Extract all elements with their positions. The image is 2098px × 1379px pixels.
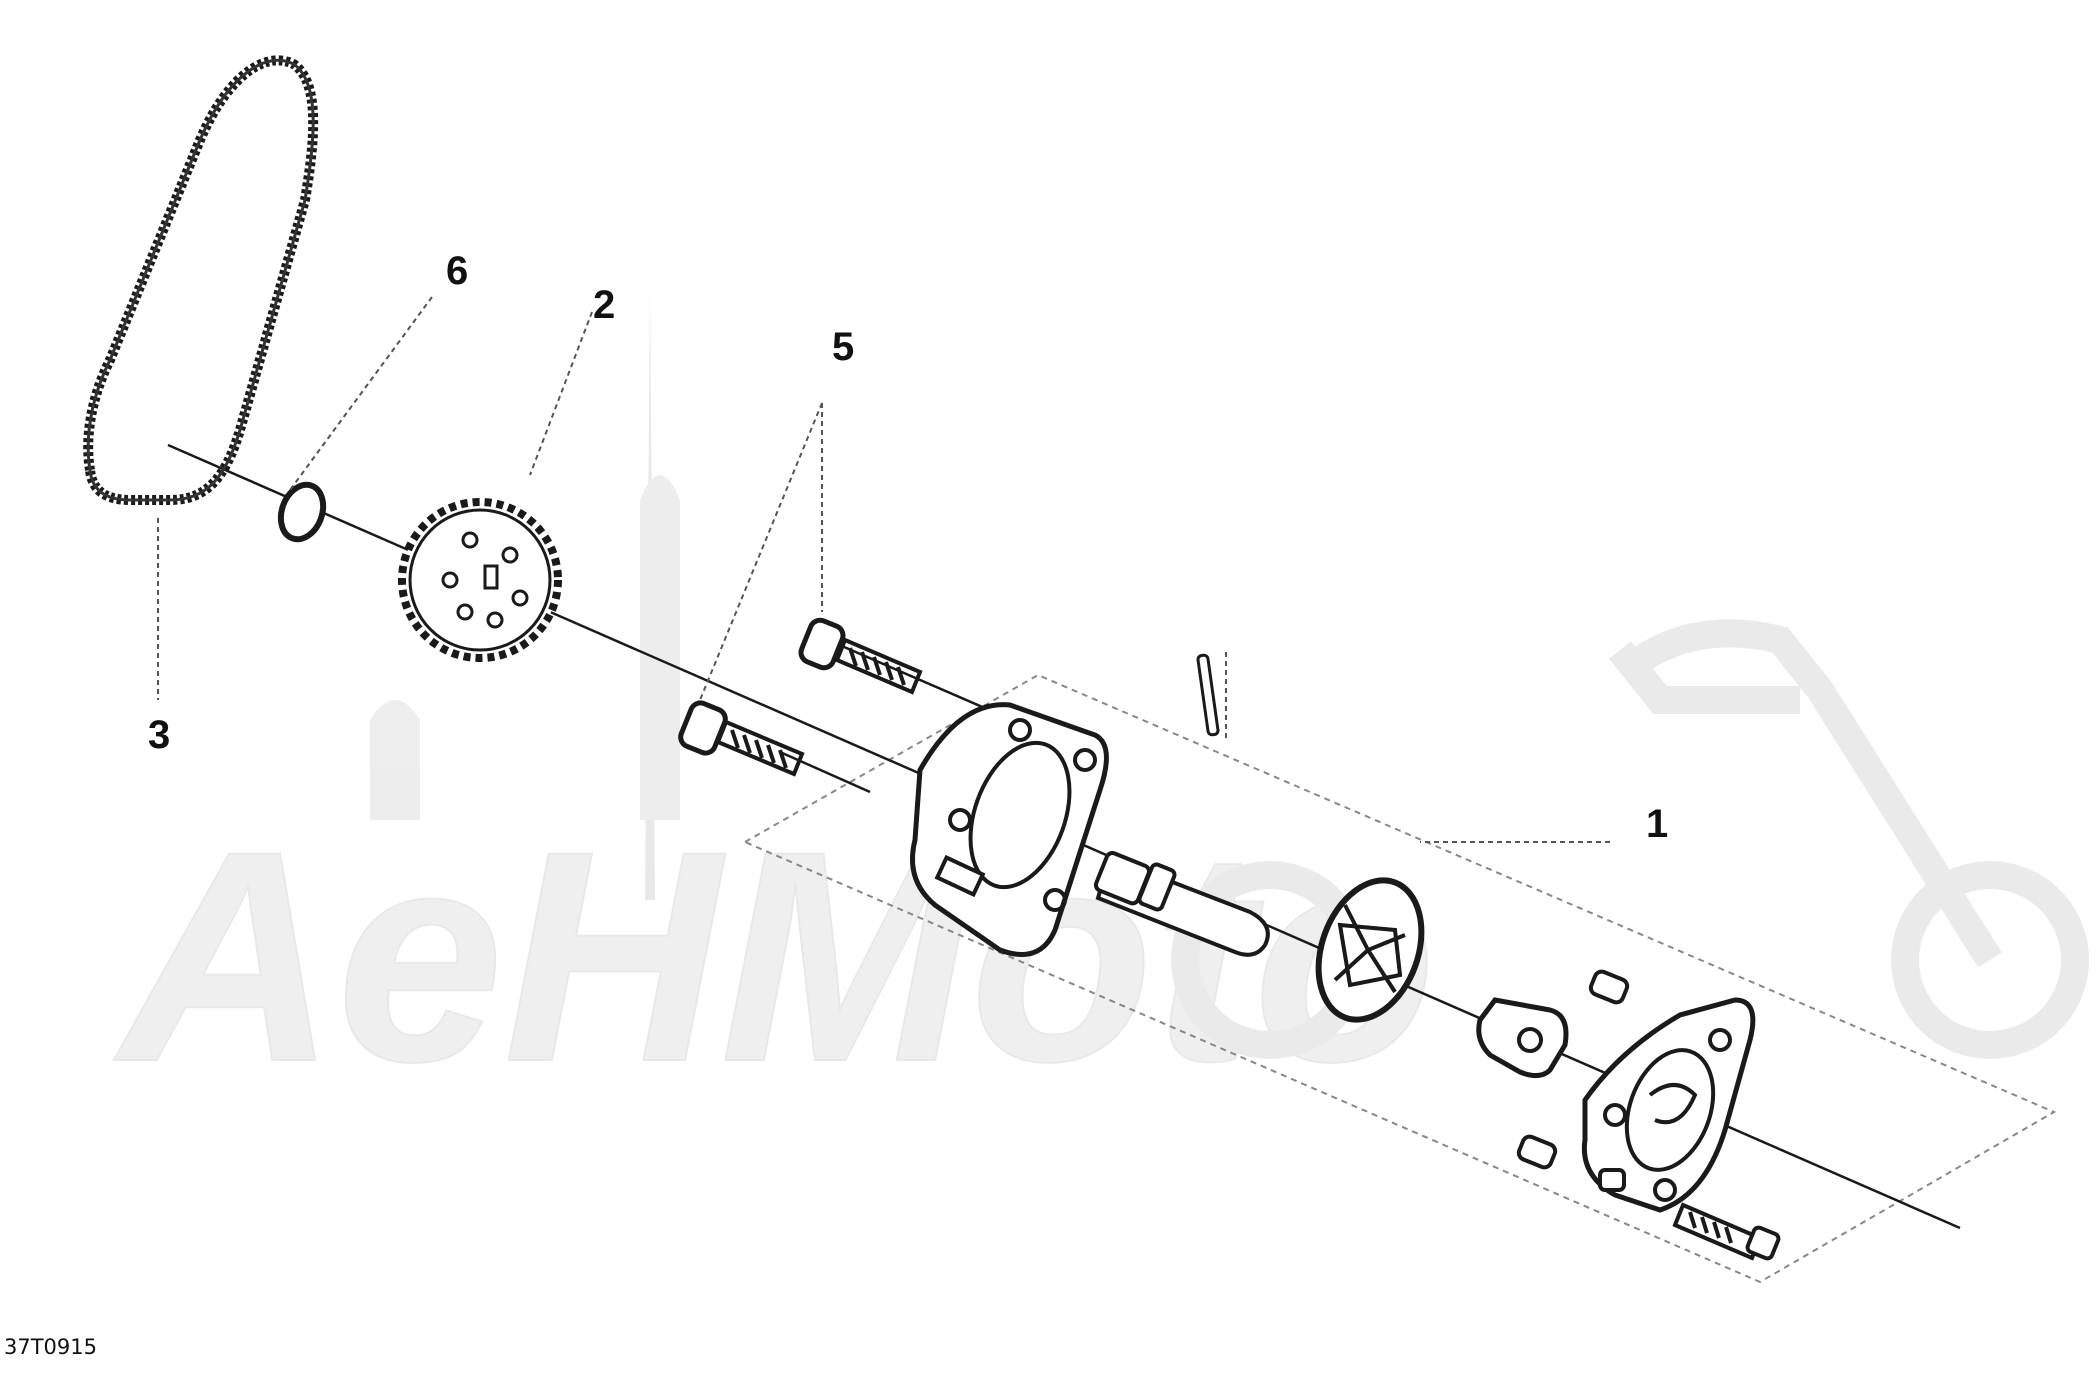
inner-rotor [1476, 997, 1569, 1078]
bolt-lower [678, 700, 805, 777]
callout-5: 5 [832, 325, 854, 369]
leader-lines [157, 296, 1610, 843]
dowel-lower [1516, 1134, 1558, 1170]
sprocket [398, 498, 562, 662]
callout-1: 1 [1646, 802, 1668, 846]
housing-screw [1672, 1202, 1781, 1261]
pump-rotor [1315, 877, 1425, 1023]
watermark-dome-icon [370, 700, 420, 820]
callout-3: 3 [148, 713, 170, 757]
watermark-cathedral-icon [640, 475, 680, 820]
watermark: AeHMoto [110, 290, 2089, 1125]
illustration-code: 37T0915 [4, 1335, 97, 1359]
callout-2: 2 [593, 283, 615, 327]
pump-shaft [1093, 851, 1270, 957]
pump-housing [1581, 997, 1756, 1213]
callout-6: 6 [446, 249, 468, 293]
drive-chain [83, 55, 319, 505]
assembly-boundary [742, 673, 2057, 1284]
pin [1196, 653, 1220, 737]
dowel-upper [1588, 969, 1630, 1005]
bolt-upper [798, 617, 923, 695]
bolt-axis-lower [779, 750, 871, 794]
washer [277, 481, 327, 543]
watermark-text: AeHMoto [111, 788, 1437, 1124]
pump-cover [910, 702, 1109, 957]
